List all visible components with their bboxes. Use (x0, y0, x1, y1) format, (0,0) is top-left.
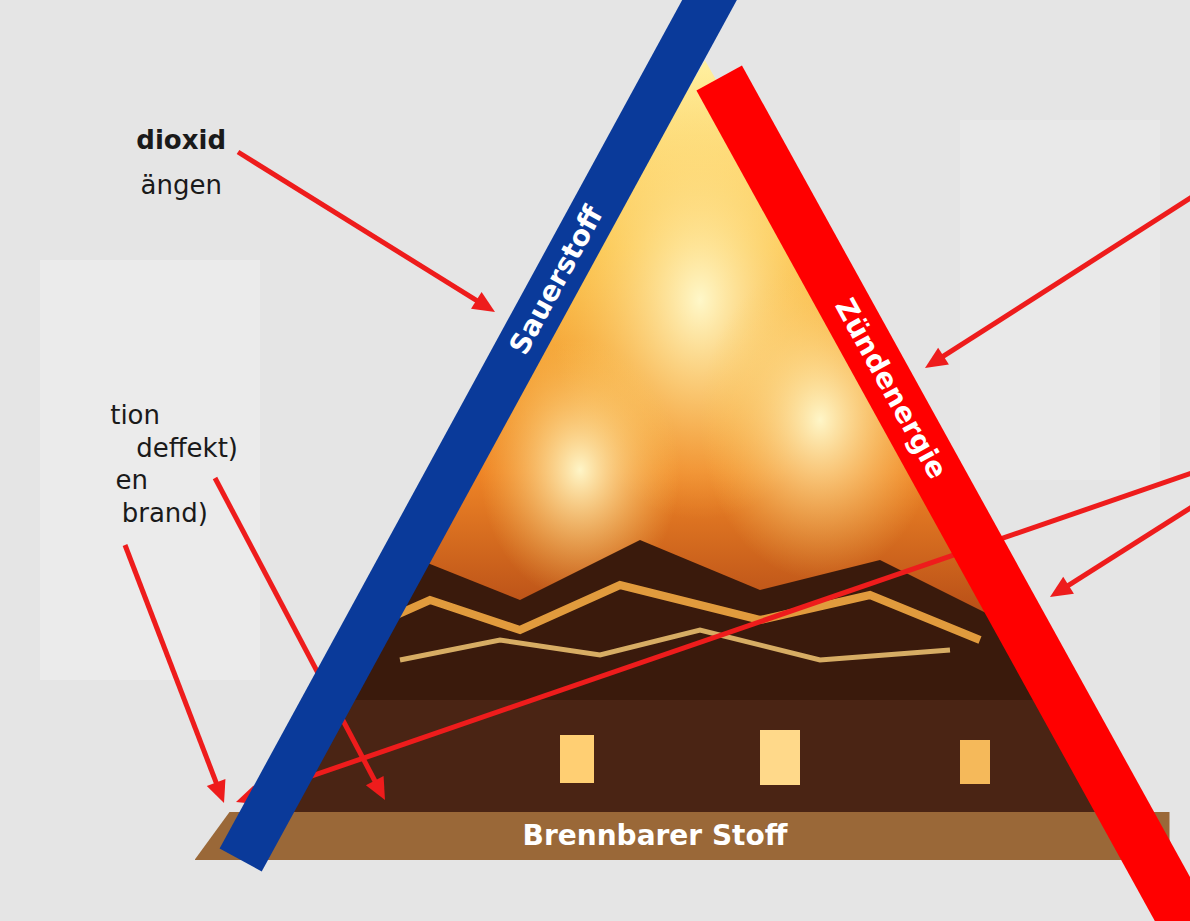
arrow-head (207, 779, 226, 803)
callout-text: deffekt) (136, 433, 238, 463)
arrow-head (1050, 577, 1074, 597)
arrow-head (471, 292, 495, 312)
band-label: Zündenergie (827, 293, 954, 485)
callout-text: tion (110, 400, 160, 430)
arrow-line (1067, 505, 1190, 586)
callout-text: ängen (141, 170, 222, 200)
callout-text: dioxid (136, 125, 226, 155)
band-label: Sauerstoff (502, 201, 610, 361)
callout-text: en (116, 465, 148, 495)
arrow-line (942, 195, 1190, 357)
arrow-line (125, 545, 217, 784)
callout-text: brand) (122, 498, 208, 528)
arrow-line (238, 152, 478, 301)
fuel-band: Brennbarer Stoff (195, 812, 1170, 860)
fire-photo (262, 60, 1132, 812)
band-label: Brennbarer Stoff (523, 819, 788, 853)
arrow-head (366, 776, 385, 800)
oxygen-band: Sauerstoff (220, 0, 741, 871)
ignition-energy-band: Zündenergie (696, 65, 1190, 921)
arrow-head (925, 348, 949, 368)
background-shade (960, 120, 1160, 480)
